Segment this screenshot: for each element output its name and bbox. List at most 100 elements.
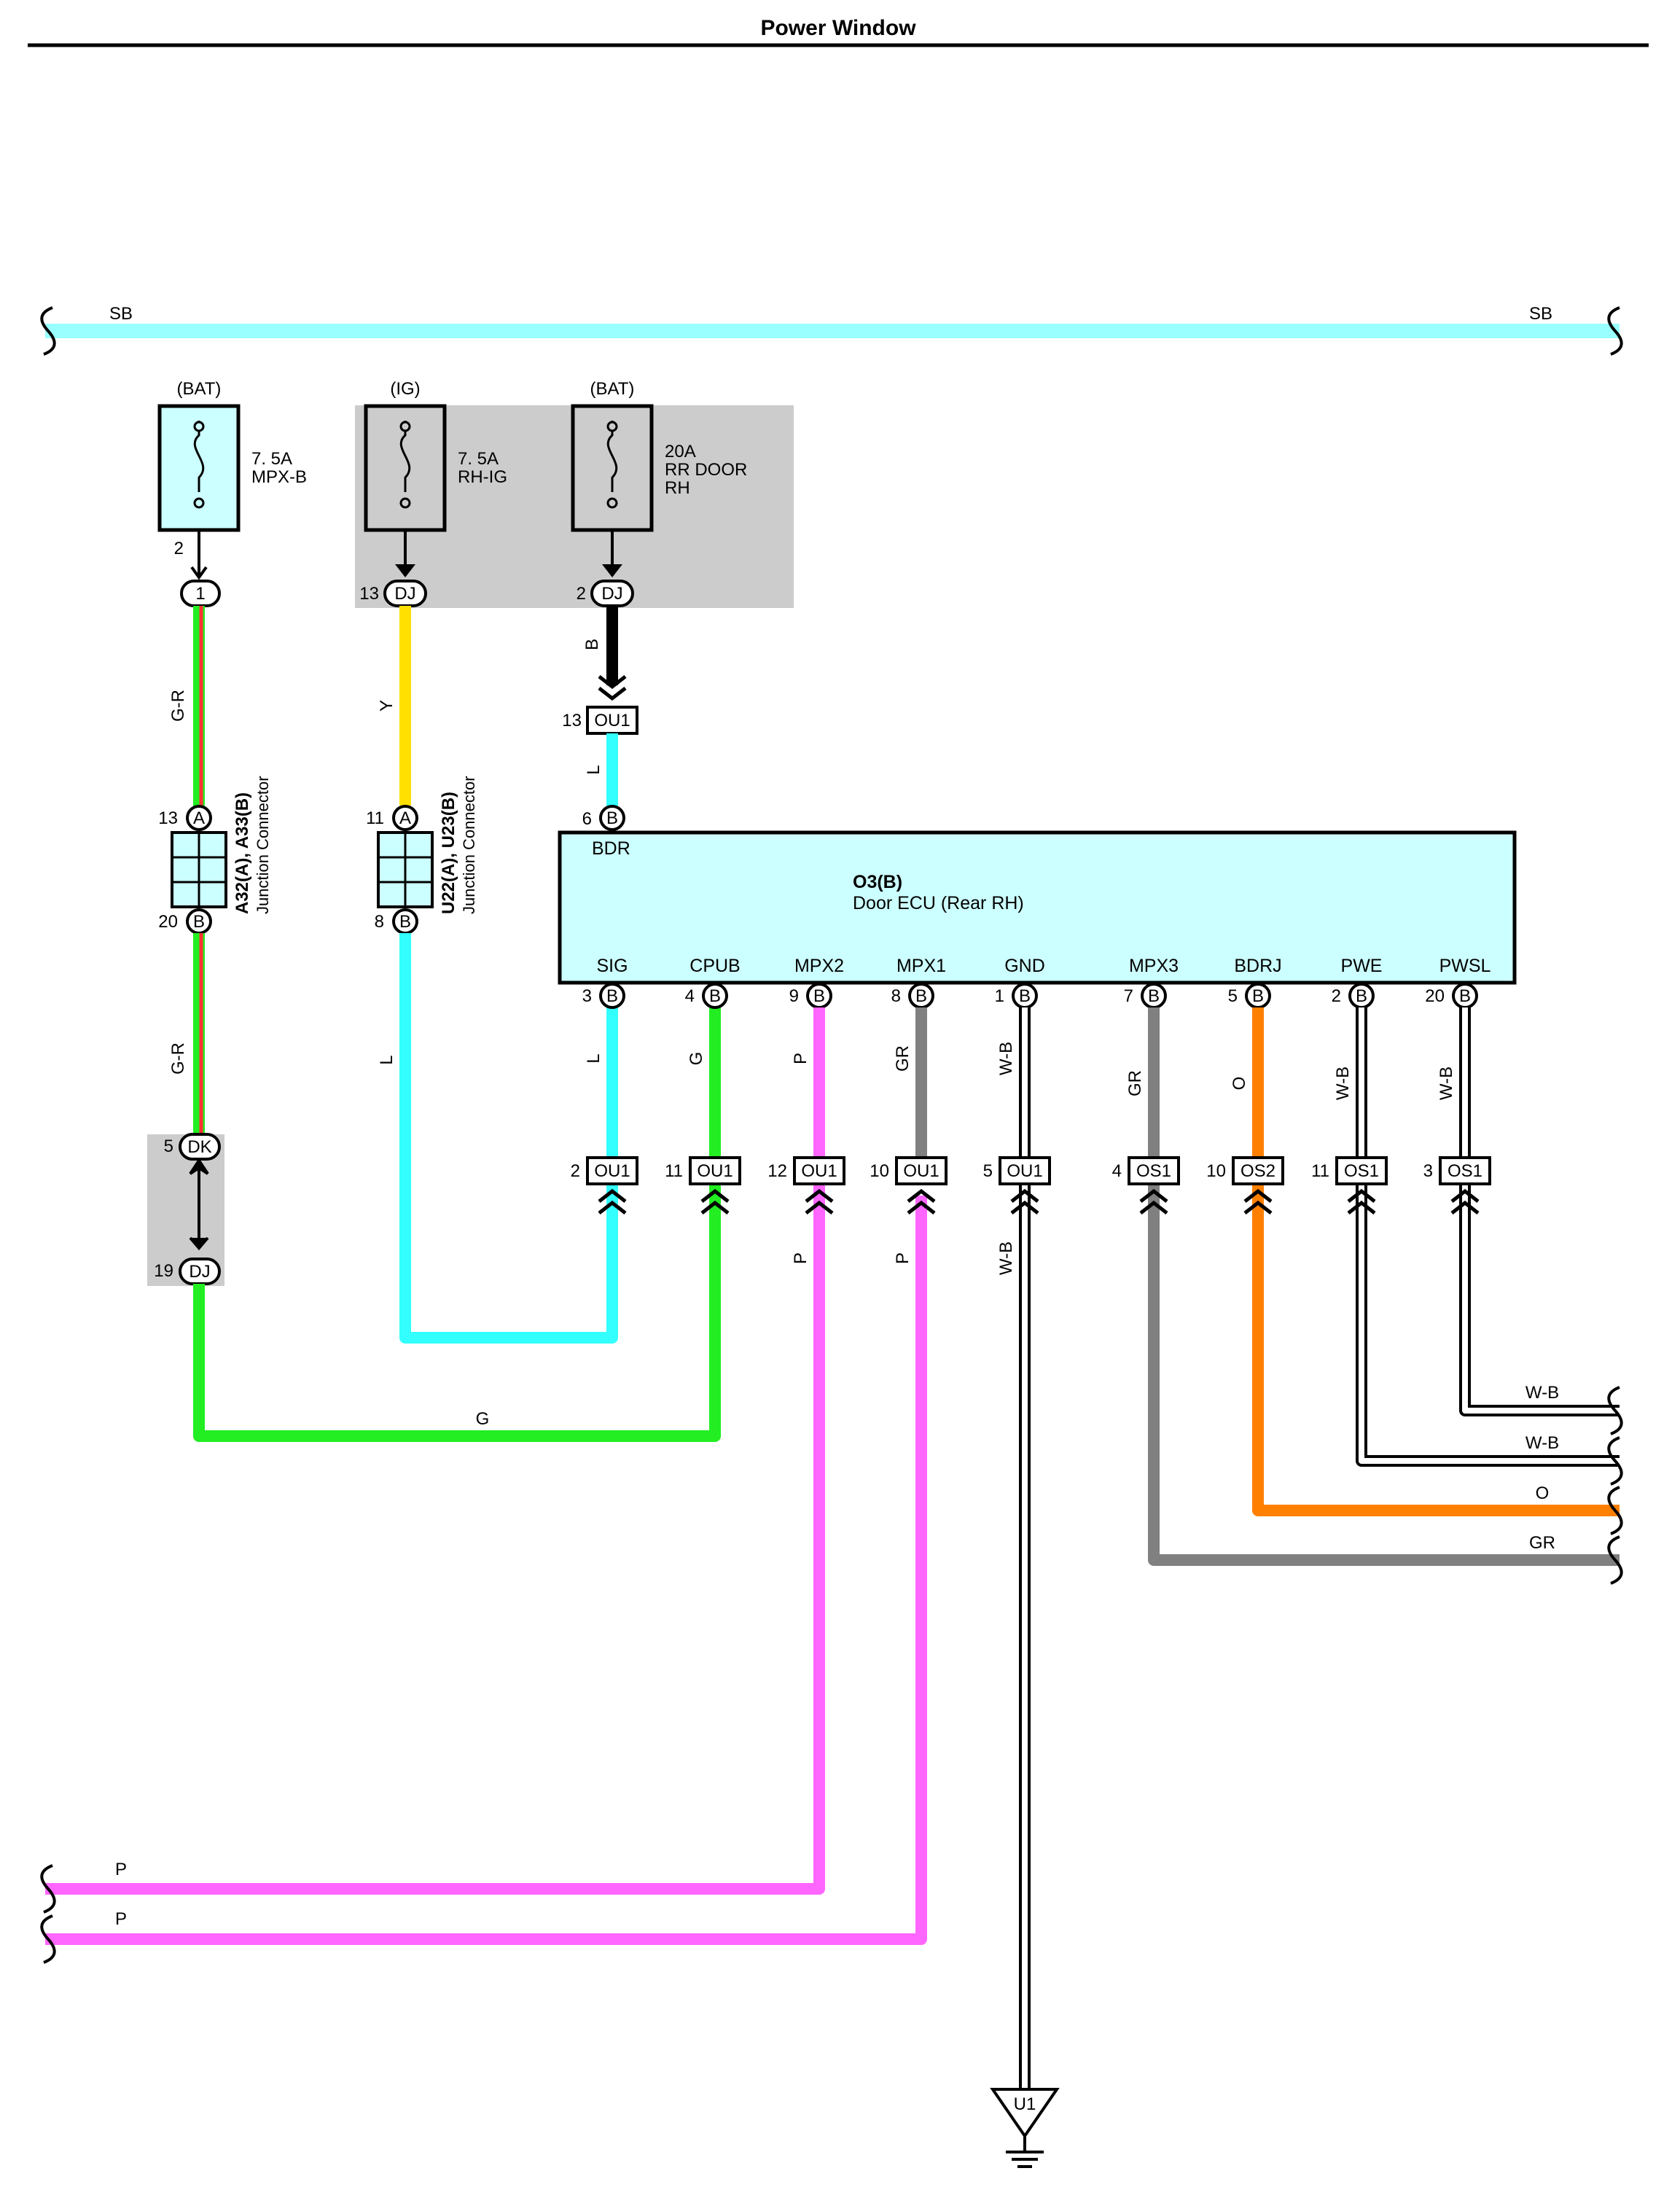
ecu-terminal-pin: 7 [1124, 986, 1133, 1006]
wire-label-mpx1-down: P [893, 1252, 913, 1264]
ecu-terminal-label: CPUB [689, 956, 740, 976]
wire-label-bottom-g: G [476, 1409, 490, 1429]
bottom-connector-box [1128, 1156, 1180, 1185]
right-exit-label-1: W-B [1525, 1383, 1559, 1403]
ou1-top-pin: 13 [562, 711, 582, 730]
fuse2-conn-pin: 13 [359, 584, 379, 604]
fuse1-name: MPX-B [251, 467, 307, 487]
dj-connector-label: DJ [189, 1262, 210, 1282]
wire-label-fuse2-mid: L [377, 1055, 396, 1064]
bottom-connector-chevrons [1139, 1188, 1168, 1215]
ecu-terminal-label: GND [1004, 956, 1045, 976]
bottom-connector-box [689, 1156, 741, 1185]
fuse1-terminal-bottom [193, 497, 205, 509]
wire-p-mpx1 [45, 1196, 927, 1945]
wire-label-mpx2-up: P [791, 1053, 810, 1064]
bottom-connector-box [895, 1156, 948, 1185]
bottom-connector-pin: 11 [665, 1161, 683, 1181]
ou1-top-connector [586, 706, 638, 735]
fuse3-element [606, 421, 618, 492]
fuse2-source: (IG) [390, 379, 420, 399]
bottom-connector-label: OU1 [1007, 1161, 1042, 1181]
wire-label-pwsl-up: W-B [1437, 1067, 1456, 1100]
bottom-connector-chevrons [907, 1188, 936, 1215]
ground-point-triangle [990, 2088, 1060, 2139]
fuse3-source: (BAT) [590, 379, 635, 399]
ground-point-label: U1 [1014, 2094, 1036, 2114]
right-exit-label-3: O [1536, 1484, 1550, 1503]
wire-label-fuse2-out: Y [377, 700, 396, 712]
bottom-connector-pwsl: 3 OS1 [1423, 1156, 1491, 1215]
fuse2-terminal-bottom [399, 497, 411, 509]
ecu-top-terminal-label: BDR [592, 838, 630, 859]
bottom-connector-label: OU1 [594, 1161, 630, 1181]
bottom-connector-gnd: 5 OU1 [983, 1156, 1051, 1215]
wire-label-mpx1-up: GR [893, 1045, 913, 1072]
ecu-terminal-connector-label: B [1019, 986, 1031, 1006]
bottom-connector-label: OS1 [1344, 1161, 1379, 1181]
ecu-terminal-connector-label: B [1148, 986, 1160, 1006]
ecu-terminal-pwsl: PWSL 20 B [1425, 956, 1491, 1009]
right-exit-label-4: GR [1529, 1533, 1555, 1553]
left-exit-label-2: P [115, 1909, 127, 1929]
fuse3-conn-pin: 2 [577, 584, 586, 604]
sb-bus-left-break [40, 306, 56, 356]
ecu-terminal-label: PWSL [1439, 956, 1491, 976]
fuse1-element [193, 421, 205, 492]
junction2-bot-connector-label: B [399, 912, 411, 932]
wire-wb-pwe-outer [1356, 1007, 1620, 1467]
ecu-terminal-label: PWE [1341, 956, 1383, 976]
door-ecu-box [558, 830, 1517, 985]
junction1-bot-connector-label: B [193, 912, 205, 932]
bottom-connector-cpub: 11 OU1 [665, 1156, 741, 1215]
ecu-terminal-cpub: CPUB 4 B [685, 956, 741, 1009]
bottom-connector-label: OU1 [903, 1161, 939, 1181]
dk-pin: 5 [164, 1137, 173, 1156]
bottom-connector-pin: 10 [1206, 1161, 1226, 1181]
fuse1-rating: 7. 5A [251, 449, 292, 469]
bottom-connector-label: OS1 [1136, 1161, 1171, 1181]
bottom-connector-label: OS2 [1241, 1161, 1275, 1181]
wire-wb-pwsl-outer [1459, 1007, 1620, 1416]
ecu-terminal-mpx2: MPX2 9 B [789, 956, 844, 1009]
bottom-connector-chevrons [1243, 1188, 1273, 1215]
junction2-top-connector [392, 805, 418, 831]
ecu-terminal-label: MPX1 [896, 956, 946, 976]
junction1-desc: Junction Connector [254, 776, 272, 914]
bottom-connector-chevrons [805, 1188, 834, 1215]
bottom-connector-pin: 11 [1311, 1161, 1329, 1181]
junction2-top-connector-label: A [399, 808, 411, 828]
bottom-connector-box [1335, 1156, 1388, 1185]
ecu-terminal-connector-label: B [606, 986, 618, 1006]
bottom-connector-pin: 2 [571, 1161, 580, 1181]
ecu-terminal-connector-label: B [1459, 986, 1471, 1006]
right-exit-break-2 [1607, 1436, 1623, 1486]
bottom-connector-chevrons [1450, 1188, 1480, 1215]
dk-dj-link [189, 1158, 209, 1251]
fuse2-rating: 7. 5A [458, 449, 499, 469]
fuse3-terminal-bottom [606, 497, 618, 509]
ecu-terminal-mpx3: MPX3 7 B [1124, 956, 1179, 1009]
ecu-terminal-pin: 2 [1332, 986, 1341, 1006]
junction1-top-connector-label: A [193, 808, 205, 828]
ecu-top-connector-label: B [606, 808, 618, 828]
ecu-terminal-pin: 3 [582, 986, 592, 1006]
bottom-connector-pin: 10 [870, 1161, 889, 1181]
wire-label-sig-up: L [584, 1053, 603, 1063]
ecu-top-connector [599, 805, 625, 831]
bottom-connector-chevrons [700, 1188, 730, 1215]
left-exit-break-1 [40, 1864, 56, 1914]
bottom-connector-box [1439, 1156, 1491, 1185]
bottom-connector-box [1232, 1156, 1284, 1185]
fuse3-terminal-top [606, 421, 618, 432]
page-title: Power Window [760, 16, 916, 40]
ecu-terminal-connector-label: B [1356, 986, 1367, 1006]
ecu-terminal-connector-label: B [813, 986, 825, 1006]
fuse2-connector-label: DJ [394, 584, 415, 604]
ecu-terminal-pin: 1 [995, 986, 1004, 1006]
bottom-connector-box [999, 1156, 1051, 1185]
ecu-terminal-connector [702, 983, 728, 1009]
right-exit-break-1 [1607, 1386, 1623, 1435]
ecu-terminal-pin: 4 [685, 986, 695, 1006]
